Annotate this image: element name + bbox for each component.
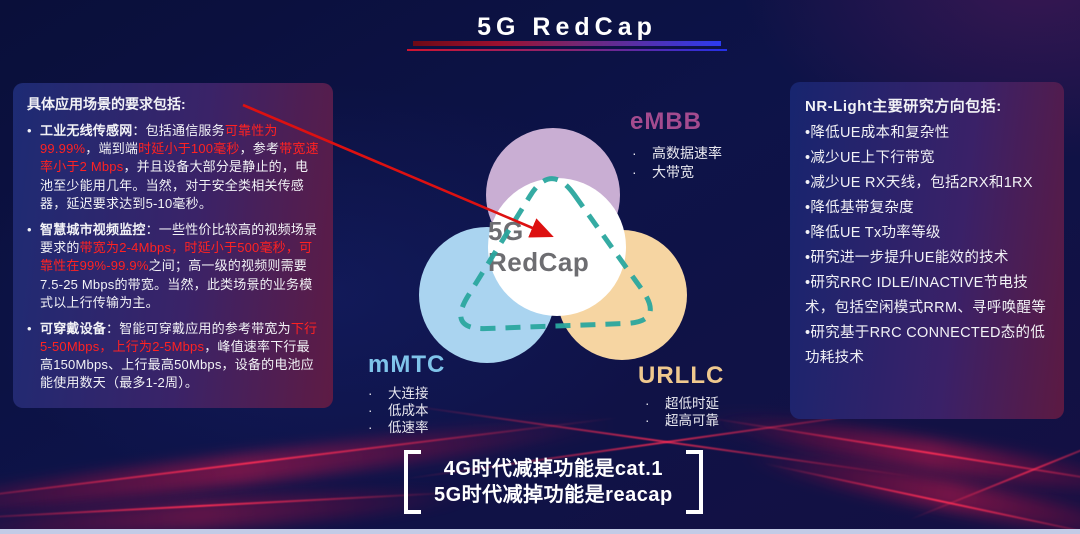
light-streak [740,440,1080,534]
embb-label: eMBB [630,108,703,135]
light-streak [909,421,1080,521]
venn-bullet-text: 超低时延 [665,396,719,411]
requirement-text: 工业无线传感网：包括通信服务可靠性为99.99%，端到端时延小于100毫秒，参考… [40,123,319,211]
footer-line-2: 5G时代减掉功能是reacap [434,484,673,506]
requirement-text: 智慧城市视频监控：一些性价比较高的视频场景要求的带宽为2-4Mbps，时延小于5… [40,221,318,310]
research-item-list: •降低UE成本和复杂性 •减少UE上下行带宽 •减少UE RX天线，包括2RX和1R… [805,121,1049,371]
research-item: •减少UE上下行带宽 [805,150,935,166]
requirement-item-wearable: • 可穿戴设备：智能可穿戴应用的参考带宽为下行5-50Mbps，上行为2-5Mb… [27,320,319,393]
light-streak [702,416,1080,490]
right-research-panel: NR-Light主要研究方向包括: •降低UE成本和复杂性•减少UE上下行带宽•… [790,82,1064,419]
venn-bullet-text: 大带宽 [652,164,694,180]
footer-text: 4G时代减掉功能是cat.1 5G时代减掉功能是reacap [434,456,673,508]
research-item: •研究基于RRC CONNECTED态的低功耗技术 [805,325,1046,366]
embb-bullet-list: · 高数据速率 · 大带宽 [632,144,722,182]
left-panel-header: 具体应用场景的要求包括: [27,96,186,112]
venn-bullet-row: · 大带宽 [632,163,722,182]
venn-bullet-row: · 超低时延 [645,395,719,412]
mmtc-bullet-list: · 大连接 · 低成本 · 低速率 [368,385,429,436]
research-item: •降低UE Tx功率等级 [805,225,941,241]
bottom-edge-strip [0,529,1080,534]
dot-marker: · [368,386,373,401]
research-item: •降低UE成本和复杂性 [805,125,950,141]
title-underline-thin [407,49,727,51]
venn-bullet-text: 低成本 [388,403,429,418]
research-item: •降低基带复杂度 [805,200,914,216]
research-item: •研究RRC IDLE/INACTIVE节电技术，包括空闲模式RRM、寻呼唤醒等 [805,275,1047,316]
title-block: 5G RedCap [405,13,729,51]
left-bracket [404,450,421,514]
footer-note: 4G时代减掉功能是cat.1 5G时代减掉功能是reacap [404,450,703,514]
venn-bullet-row: · 超高可靠 [645,412,719,429]
dot-marker: · [632,145,637,161]
venn-bullet-row: · 低速率 [368,419,429,436]
footer-line-1: 4G时代减掉功能是cat.1 [443,458,663,480]
mmtc-label: mMTC [368,351,446,378]
research-item: •研究进一步提升UE能效的技术 [805,250,1009,266]
light-streak [0,491,460,521]
venn-bullet-text: 低速率 [388,420,429,435]
dot-marker: · [645,413,650,428]
venn-bullet-text: 高数据速率 [652,145,722,161]
venn-bullet-text: 大连接 [388,386,429,401]
bullet-marker: • [27,123,32,138]
venn-bullet-text: 超高可靠 [665,413,719,428]
venn-bullet-row: · 大连接 [368,385,429,402]
title-underline-thick [413,41,721,46]
left-requirements-panel: 具体应用场景的要求包括: • 工业无线传感网：包括通信服务可靠性为99.99%，… [13,83,333,408]
light-streak [700,404,1080,506]
redcap-center-label: 5G RedCap [488,216,590,277]
venn-bullet-row: · 高数据速率 [632,144,722,163]
page-title: 5G RedCap [477,13,657,41]
dot-marker: · [368,403,373,418]
venn-bullet-row: · 低成本 [368,402,429,419]
bullet-marker: • [27,320,32,336]
dot-marker: · [645,396,650,411]
bullet-marker: • [27,221,32,237]
requirement-item-industrial: • 工业无线传感网：包括通信服务可靠性为99.99%，端到端时延小于100毫秒，… [27,122,319,213]
research-item: •减少UE RX天线，包括2RX和1RX [805,175,1033,191]
requirement-item-video: • 智慧城市视频监控：一些性价比较高的视频场景要求的带宽为2-4Mbps，时延小… [27,221,319,312]
dot-marker: · [632,164,637,180]
right-bracket [685,450,703,514]
dot-marker: · [368,420,373,435]
right-panel-header: NR-Light主要研究方向包括: [805,98,1002,115]
redcap-center-circle: 5G RedCap [488,178,626,316]
urllc-label: URLLC [638,362,725,389]
light-streak [763,462,1080,534]
requirement-text: 可穿戴设备：智能可穿戴应用的参考带宽为下行5-50Mbps，上行为2-5Mbps… [40,320,318,391]
urllc-bullet-list: · 超低时延 · 超高可靠 [645,395,719,429]
